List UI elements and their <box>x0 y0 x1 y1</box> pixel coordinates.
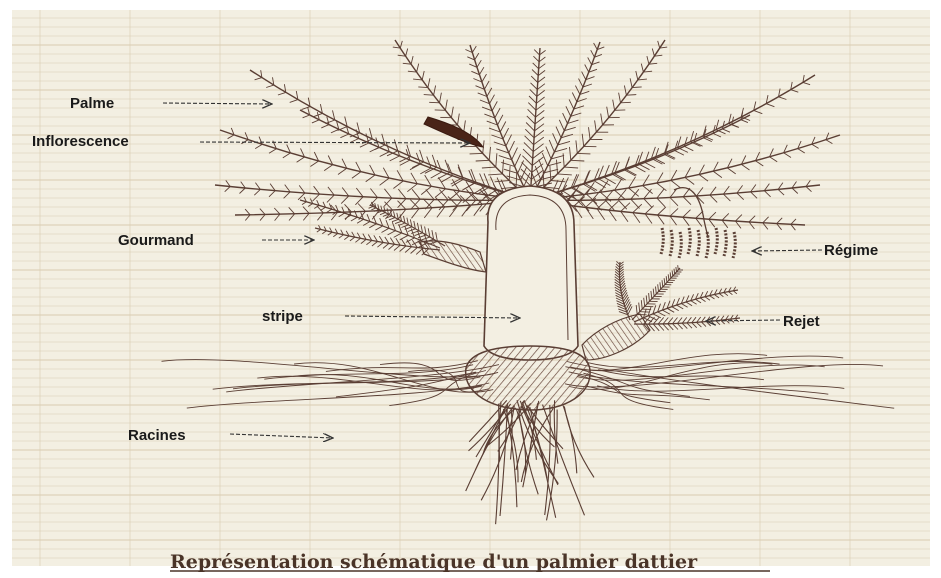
label-regime: Régime <box>824 242 878 259</box>
label-stripe: stripe <box>262 308 303 325</box>
label-racines: Racines <box>128 427 186 444</box>
label-inflorescence: Inflorescence <box>32 133 129 150</box>
diagram-caption: Représentation schématique d'un palmier … <box>170 551 698 573</box>
label-rejet: Rejet <box>783 313 820 330</box>
label-gourmand: Gourmand <box>118 232 194 249</box>
label-palme: Palme <box>70 95 114 112</box>
